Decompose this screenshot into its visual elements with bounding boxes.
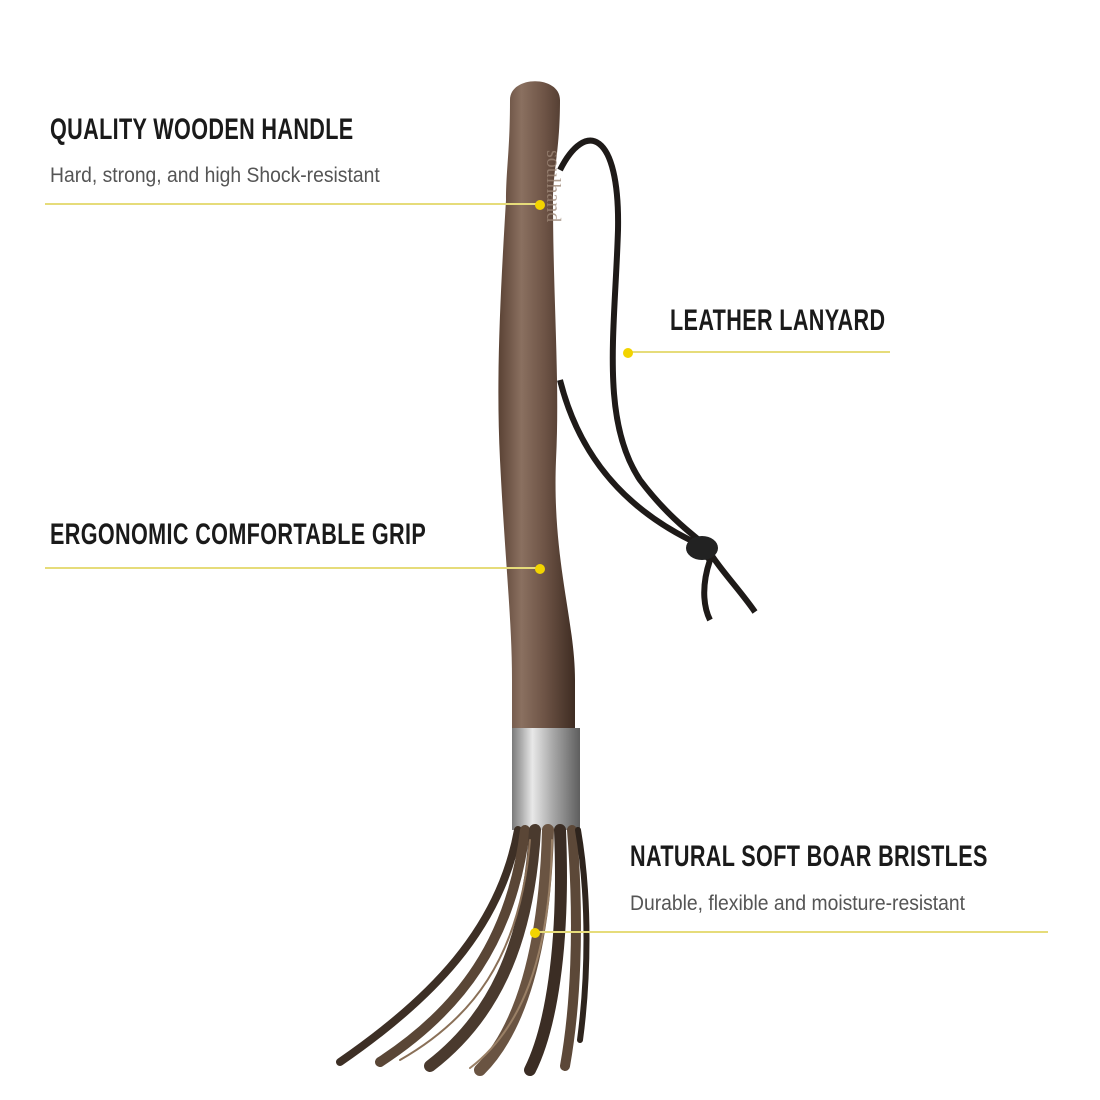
callout-line [535, 931, 1048, 933]
boar-bristles [336, 824, 590, 1076]
callout-dot [535, 564, 545, 574]
callout-line [45, 567, 540, 569]
feature-subtitle-wooden-handle: Hard, strong, and high Shock-resistant [50, 164, 380, 187]
callout-line [628, 351, 890, 353]
feature-title-wooden-handle: QUALITY WOODEN HANDLE [50, 113, 354, 146]
callout-dot [623, 348, 633, 358]
leather-lanyard [557, 137, 758, 614]
metal-ferrule [512, 728, 580, 830]
callout-dot [535, 200, 545, 210]
logo-engraving: soulhand [542, 150, 564, 222]
feature-title-ergonomic-grip: ERGONOMIC COMFORTABLE GRIP [50, 518, 427, 551]
callout-line [45, 203, 540, 205]
callout-dot [530, 928, 540, 938]
feature-title-leather-lanyard: LEATHER LANYARD [670, 304, 886, 337]
feature-subtitle-boar-bristles: Durable, flexible and moisture-resistant [630, 892, 966, 915]
feature-title-boar-bristles: NATURAL SOFT BOAR BRISTLES [630, 840, 988, 873]
